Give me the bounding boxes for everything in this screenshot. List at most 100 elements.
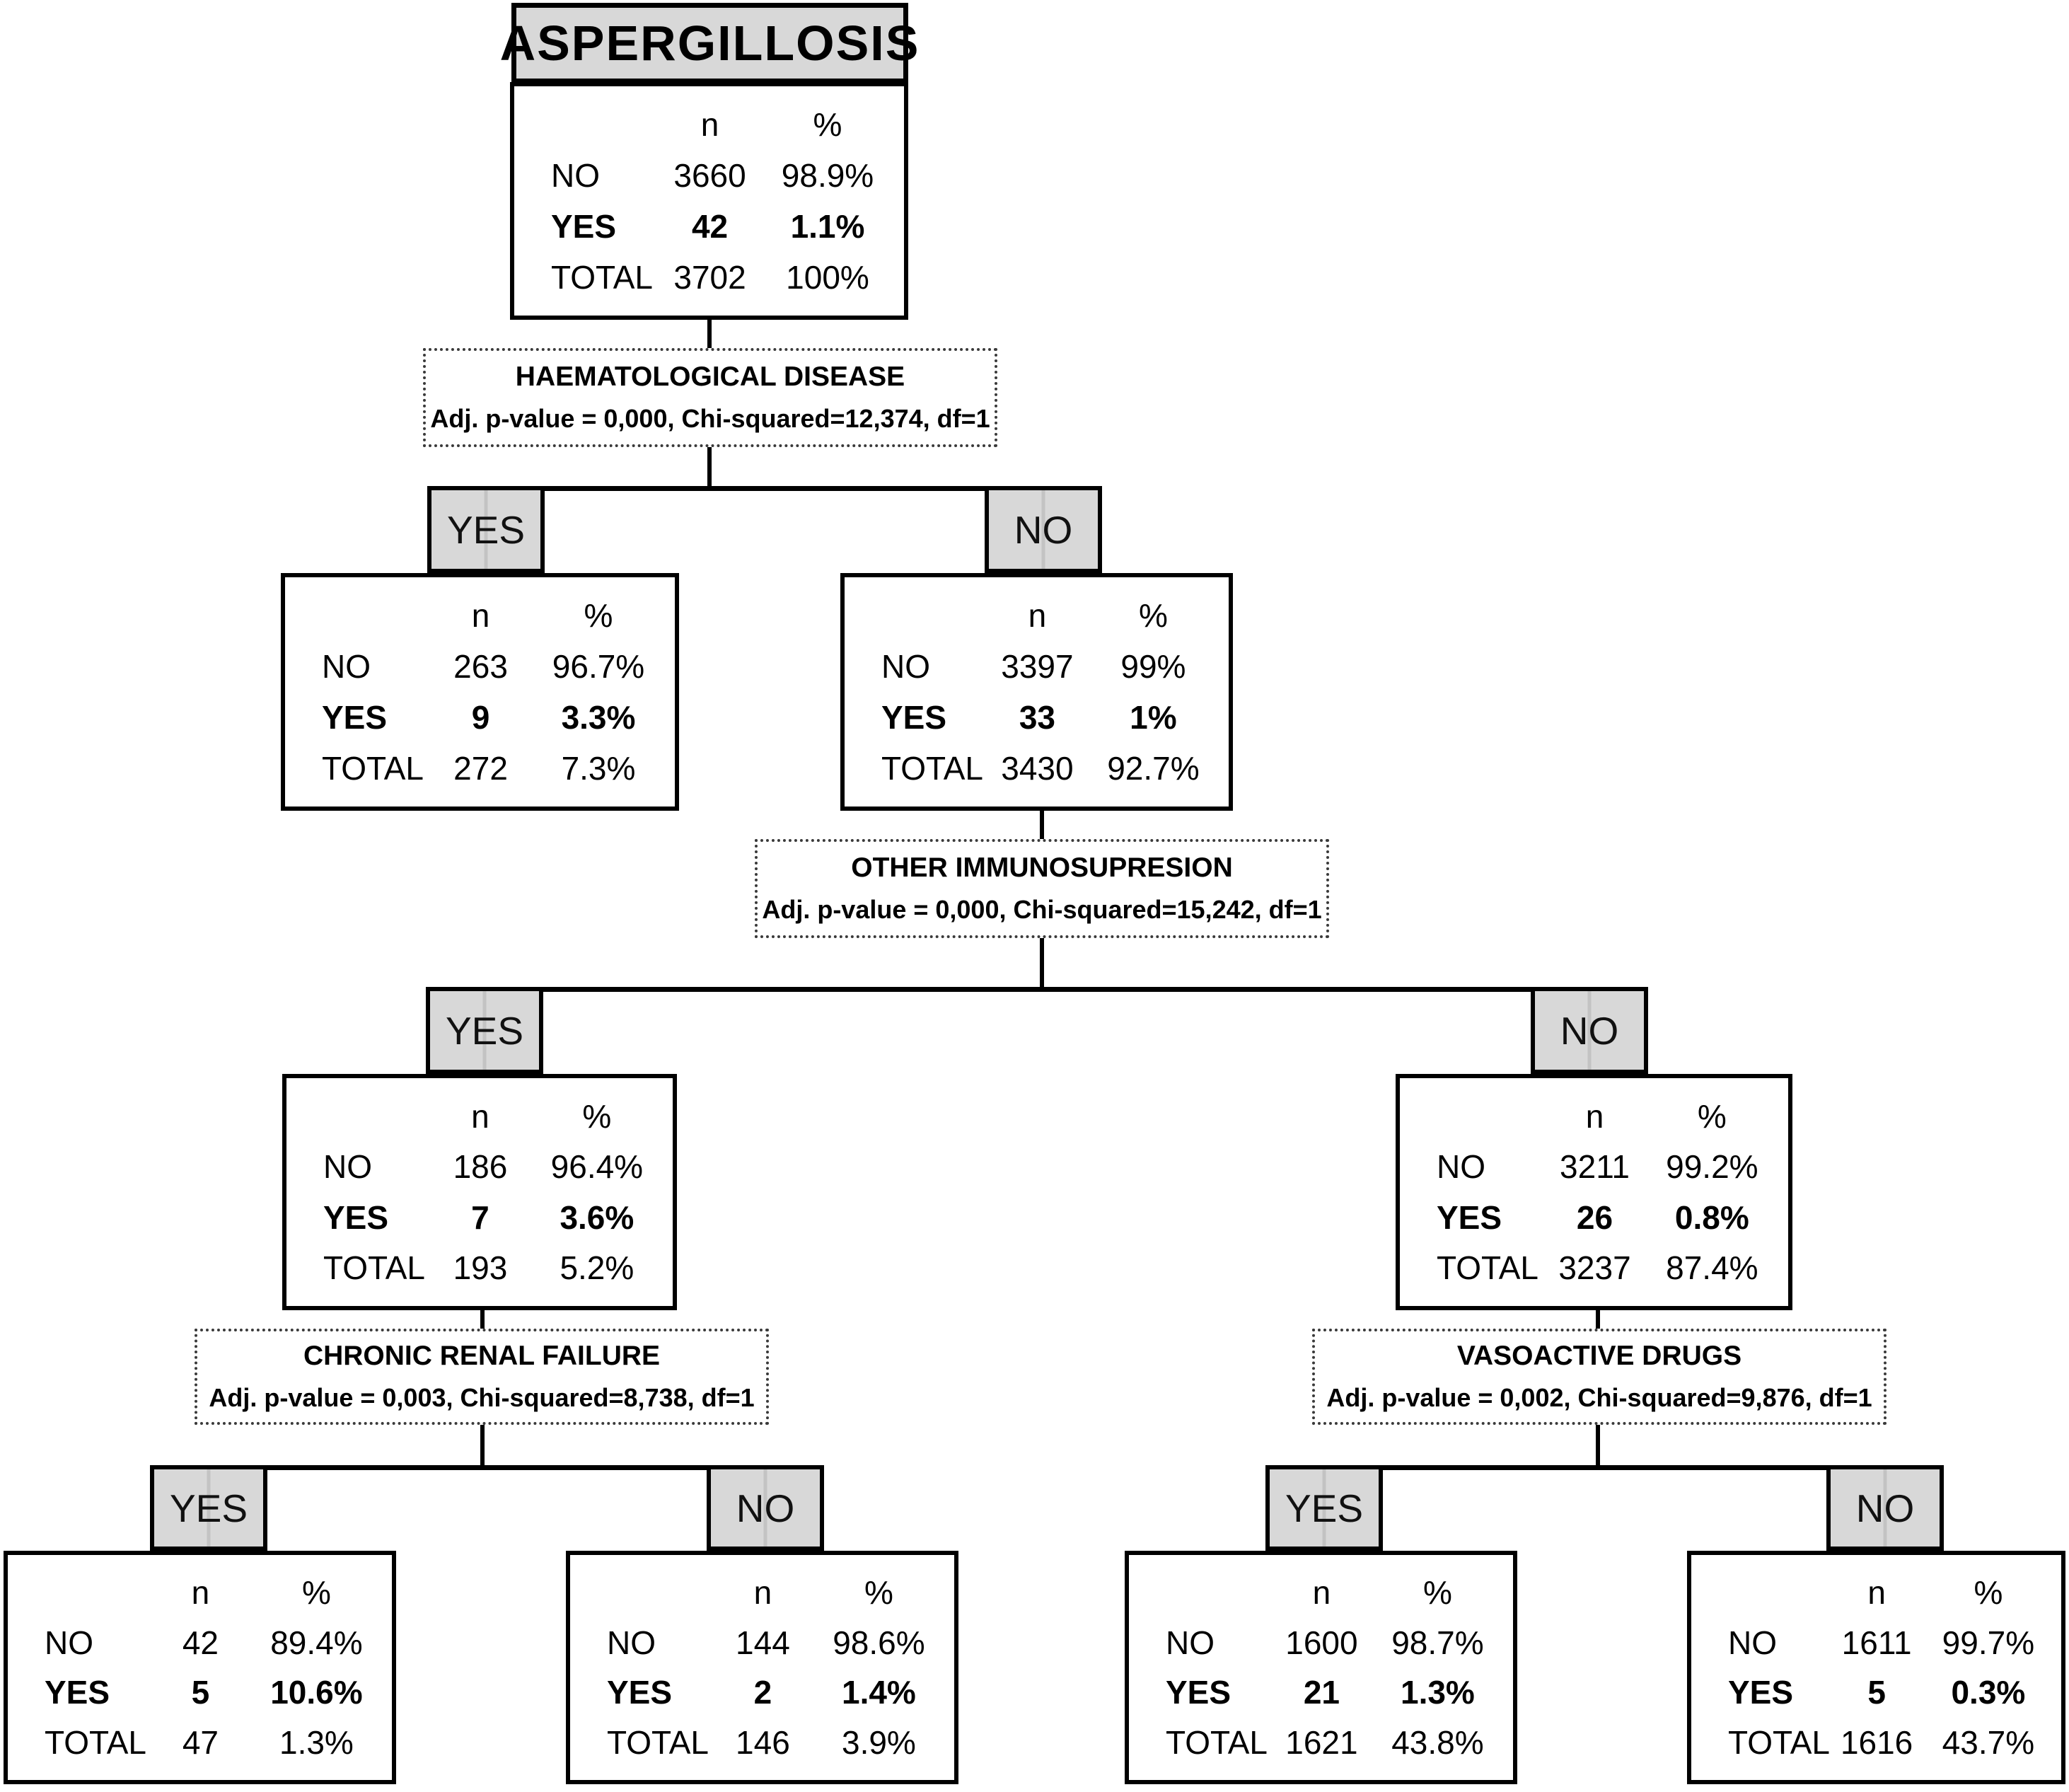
connector-split3-branches (150, 1465, 824, 1470)
root-title-label: ASPERGILLOSIS (499, 16, 920, 71)
row-n: 1600 (1285, 1624, 1358, 1661)
row-n: 21 (1303, 1674, 1340, 1711)
table-row: YES 26 0.8% (1400, 1192, 1778, 1243)
connector-yes2-to-split3 (480, 1309, 485, 1329)
row-label: NO (322, 648, 371, 685)
row-label: TOTAL (607, 1723, 709, 1761)
row-n: 42 (691, 208, 729, 245)
connector-split3-down (480, 1423, 485, 1467)
table-row: TOTAL 1616 43.7% (1691, 1718, 2051, 1768)
row-n: 263 (453, 648, 508, 685)
row-pct: 96.7% (552, 648, 645, 685)
branch-label: NO (1855, 1486, 1915, 1530)
row-label: YES (1728, 1674, 1794, 1711)
row-pct: 1.3% (1400, 1674, 1475, 1711)
table-row: YES 2 1.4% (570, 1667, 944, 1718)
col-header-n: n (1028, 597, 1047, 634)
table-row: YES 5 0.3% (1691, 1667, 2051, 1718)
row-pct: 92.7% (1107, 750, 1200, 787)
col-header-pct: % (301, 1574, 331, 1612)
row-n: 5 (191, 1674, 210, 1711)
table-header-row: n % (8, 1568, 382, 1618)
row-label: TOTAL (881, 750, 983, 787)
branch-tab-yes-immunosupresion: YES (426, 987, 543, 1074)
row-n: 1616 (1840, 1723, 1913, 1761)
row-pct: 98.9% (781, 157, 874, 194)
row-n: 193 (453, 1249, 508, 1287)
row-n: 146 (736, 1723, 790, 1761)
connector-split4-branches (1265, 1465, 1944, 1470)
col-header-pct: % (584, 597, 613, 634)
row-label: NO (1166, 1624, 1215, 1661)
col-header-pct: % (1422, 1574, 1452, 1612)
split-variable-label: OTHER IMMUNOSUPRESION (851, 852, 1233, 883)
row-pct: 98.7% (1391, 1624, 1484, 1661)
split-node-vasoactive-drugs: VASOACTIVE DRUGS Adj. p-value = 0,002, C… (1312, 1329, 1887, 1425)
row-label: TOTAL (1437, 1249, 1538, 1287)
col-header-pct: % (582, 1097, 612, 1135)
row-pct: 5.2% (560, 1249, 634, 1287)
row-label: NO (1437, 1148, 1485, 1186)
row-label: TOTAL (322, 750, 424, 787)
split-variable-label: VASOACTIVE DRUGS (1456, 1341, 1742, 1371)
table-row: TOTAL 1621 43.8% (1129, 1718, 1503, 1768)
table-header-row: n % (514, 99, 894, 150)
row-n: 33 (1019, 699, 1056, 736)
row-pct: 87.4% (1666, 1249, 1758, 1287)
table-header-row: n % (845, 590, 1219, 641)
branch-label: NO (1014, 507, 1073, 552)
row-label: YES (1166, 1674, 1231, 1711)
table-row: NO 42 89.4% (8, 1618, 382, 1668)
row-label: TOTAL (323, 1249, 425, 1287)
col-header-n: n (753, 1574, 772, 1612)
connector-root-to-split1 (707, 318, 712, 349)
col-header-n: n (1867, 1574, 1886, 1612)
connector-split1-branches (427, 486, 1102, 491)
table-row: TOTAL 3430 92.7% (845, 743, 1219, 794)
branch-tab-no-renal-failure: NO (707, 1465, 824, 1551)
table-row: NO 3211 99.2% (1400, 1142, 1778, 1193)
table-row: TOTAL 3702 100% (514, 252, 894, 303)
col-header-pct: % (864, 1574, 893, 1612)
col-header-n: n (471, 597, 490, 634)
table-row: YES 42 1.1% (514, 201, 894, 252)
table-row: YES 33 1% (845, 692, 1219, 743)
col-header-n: n (700, 106, 719, 143)
branch-tab-no-immunosupresion: NO (1531, 987, 1648, 1074)
row-label: NO (323, 1148, 372, 1186)
connector-split1-down (707, 444, 712, 488)
row-pct: 99.7% (1942, 1624, 2035, 1661)
node-table-vasoactive-no: n % NO 1611 99.7% YES 5 0.3% TOTAL 1616 … (1687, 1551, 2065, 1784)
row-n: 1611 (1841, 1624, 1912, 1661)
row-pct: 43.8% (1391, 1723, 1484, 1761)
branch-tab-no-haematological: NO (985, 486, 1102, 573)
split-stats-label: Adj. p-value = 0,003, Chi-squared=8,738,… (209, 1383, 755, 1412)
col-header-n: n (1312, 1574, 1331, 1612)
table-row: NO 144 98.6% (570, 1618, 944, 1668)
branch-tab-yes-renal-failure: YES (150, 1465, 267, 1551)
row-pct: 0.8% (1674, 1198, 1749, 1236)
row-pct: 3.6% (560, 1198, 634, 1236)
row-pct: 1.1% (790, 208, 865, 245)
table-row: TOTAL 146 3.9% (570, 1718, 944, 1768)
row-n: 26 (1576, 1198, 1613, 1236)
node-table-haematological-yes: n % NO 263 96.7% YES 9 3.3% TOTAL 272 7.… (281, 573, 679, 811)
node-table-vasoactive-yes: n % NO 1600 98.7% YES 21 1.3% TOTAL 1621… (1125, 1551, 1517, 1784)
connector-no2-to-split4 (1596, 1309, 1600, 1329)
table-row: YES 7 3.6% (286, 1192, 663, 1243)
row-pct: 0.3% (1951, 1674, 2026, 1711)
row-pct: 99% (1120, 648, 1186, 685)
branch-label: YES (445, 1008, 524, 1053)
table-row: TOTAL 3237 87.4% (1400, 1243, 1778, 1294)
row-label: YES (551, 208, 617, 245)
table-header-row: n % (1129, 1568, 1503, 1618)
col-header-n: n (191, 1574, 210, 1612)
split-node-haematological-disease: HAEMATOLOGICAL DISEASE Adj. p-value = 0,… (423, 348, 997, 447)
row-label: YES (1437, 1198, 1502, 1236)
branch-label: NO (736, 1486, 795, 1530)
row-pct: 3.9% (841, 1723, 916, 1761)
table-row: YES 21 1.3% (1129, 1667, 1503, 1718)
table-row: YES 9 3.3% (285, 692, 665, 743)
col-header-pct: % (813, 106, 842, 143)
